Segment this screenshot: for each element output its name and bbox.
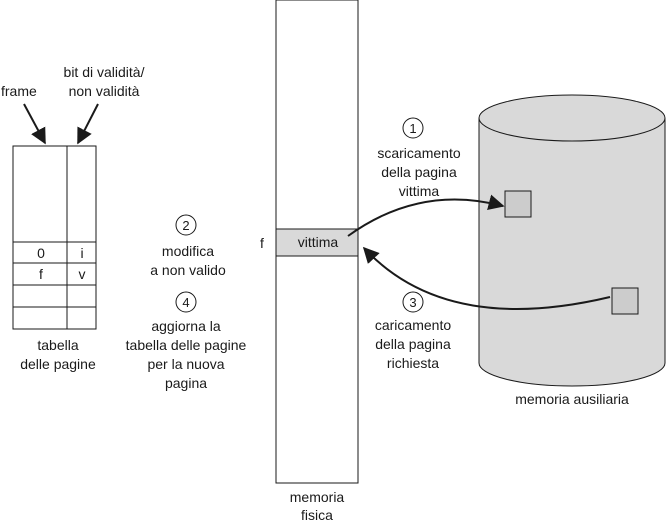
backing-store: memoria ausiliaria xyxy=(478,94,666,407)
step-3-text-line: caricamento xyxy=(375,317,451,333)
backing-store-caption: memoria ausiliaria xyxy=(515,391,629,407)
backing-store-top xyxy=(478,94,666,142)
step-1-number: 1 xyxy=(409,121,416,136)
page-table-frame-cell: 0 xyxy=(37,245,45,261)
frame-f-label: f xyxy=(260,235,264,251)
physical-memory-caption-line1: memoria xyxy=(290,489,345,505)
validity-bit-label-line2: non validità xyxy=(69,83,140,99)
victim-frame-label: vittima xyxy=(298,234,339,250)
step-1-number-circle xyxy=(402,117,424,139)
step-4: 4 aggiorna la tabella delle pagine per l… xyxy=(126,291,247,391)
step-2-text-line: modifica xyxy=(162,243,214,259)
validity-bit-pointer-arrow xyxy=(77,103,99,145)
step-4-number: 4 xyxy=(182,295,189,310)
page-table-bit-cell: i xyxy=(80,245,83,261)
frame-column-label: frame xyxy=(1,83,37,99)
page-table-caption-line1: tabella xyxy=(37,337,78,353)
page-table: 0 i f v tabella delle pagine xyxy=(12,145,97,372)
page-table-outline xyxy=(12,145,97,330)
validity-bit-label-line1: bit di validità/ xyxy=(64,64,145,80)
step-1-text-line: scaricamento xyxy=(377,145,460,161)
step-2: 2 modifica a non valido xyxy=(150,214,226,278)
requested-page xyxy=(611,287,639,315)
step-1-text-line: della pagina xyxy=(381,164,457,180)
swap-in-arrow xyxy=(362,246,611,310)
swapped-out-page xyxy=(504,190,532,218)
step-4-text-line: pagina xyxy=(165,375,207,391)
victim-frame xyxy=(275,228,359,257)
swap-out-arrow xyxy=(347,194,505,237)
page-table-caption-line2: delle pagine xyxy=(20,356,96,372)
step-3-number: 3 xyxy=(409,295,416,310)
step-2-text-line: a non valido xyxy=(150,262,226,278)
page-table-frame-cell: f xyxy=(39,266,43,282)
step-1: 1 scaricamento della pagina vittima xyxy=(377,117,461,199)
step-4-number-circle xyxy=(175,291,197,313)
physical-memory: vittima f memoria fisica xyxy=(260,0,359,522)
page-table-bit-cell: v xyxy=(79,266,86,282)
step-4-text-line: aggiorna la xyxy=(151,318,220,334)
step-3-text-line: richiesta xyxy=(387,355,439,371)
step-4-text-line: tabella delle pagine xyxy=(126,337,247,353)
backing-store-body xyxy=(478,118,666,387)
step-2-number: 2 xyxy=(182,218,189,233)
step-2-number-circle xyxy=(175,214,197,236)
step-1-text-line: vittima xyxy=(399,183,440,199)
step-3: 3 caricamento della pagina richiesta xyxy=(375,291,451,371)
step-3-number-circle xyxy=(402,291,424,313)
physical-memory-caption-line2: fisica xyxy=(301,507,333,522)
frame-pointer-arrow xyxy=(23,103,46,145)
step-3-text-line: della pagina xyxy=(375,336,451,352)
step-4-text-line: per la nuova xyxy=(147,356,224,372)
